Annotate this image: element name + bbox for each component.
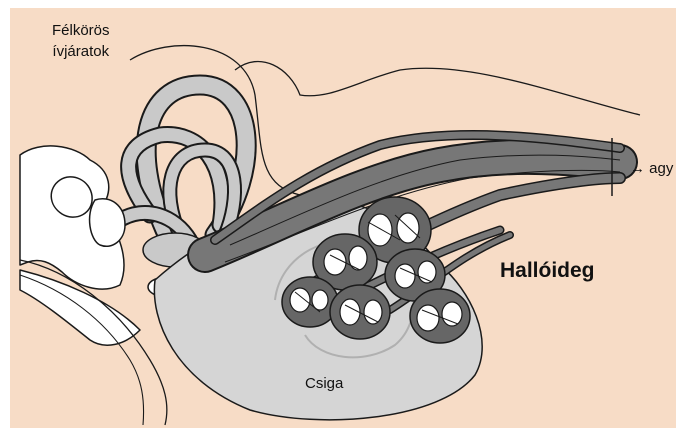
label-to-brain: → agy (630, 160, 673, 177)
label-auditory-nerve: Hallóideg (500, 259, 595, 283)
label-semicircular-canals: Félkörös ívjáratok (52, 20, 110, 62)
label-cochlea: Csiga (305, 375, 343, 392)
label-semicircular-canals-line2: ívjáratok (52, 41, 110, 62)
label-semicircular-canals-line1: Félkörös (52, 20, 110, 41)
